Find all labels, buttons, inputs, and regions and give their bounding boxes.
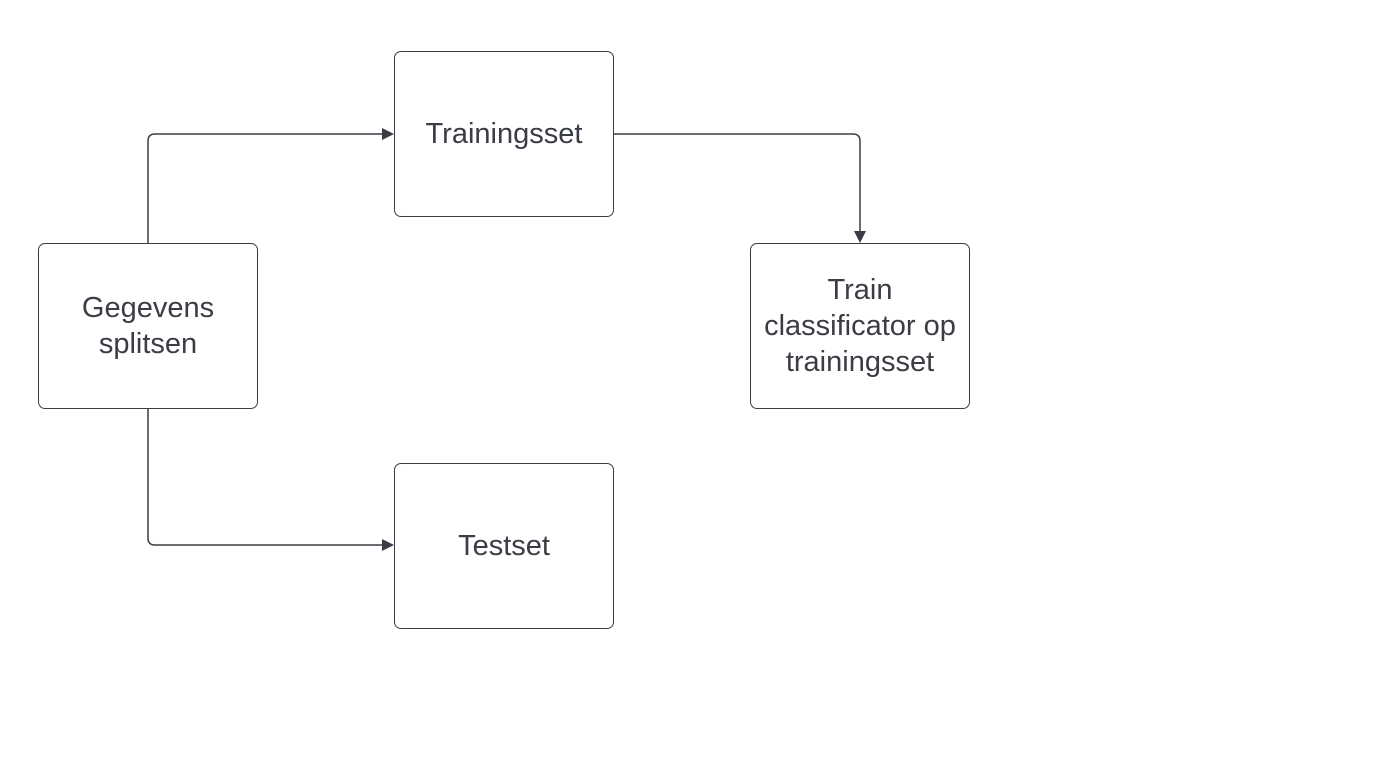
node-testset[interactable]: Testset xyxy=(394,463,614,629)
node-gegevens-splitsen[interactable]: Gegevens splitsen xyxy=(38,243,258,409)
node-label: Trainingsset xyxy=(425,118,583,150)
node-label: Gegevens splitsen xyxy=(81,292,215,360)
node-label: Train classificator op trainingsset xyxy=(764,274,956,378)
edge-trainingsset-to-train xyxy=(614,133,866,243)
node-train-classificator[interactable]: Train classificator op trainingsset xyxy=(750,243,970,409)
edge-gegevens-to-testset xyxy=(147,409,394,551)
node-trainingsset[interactable]: Trainingsset xyxy=(394,51,614,217)
edge-gegevens-to-trainingsset xyxy=(147,128,394,243)
node-label: Testset xyxy=(458,530,550,562)
